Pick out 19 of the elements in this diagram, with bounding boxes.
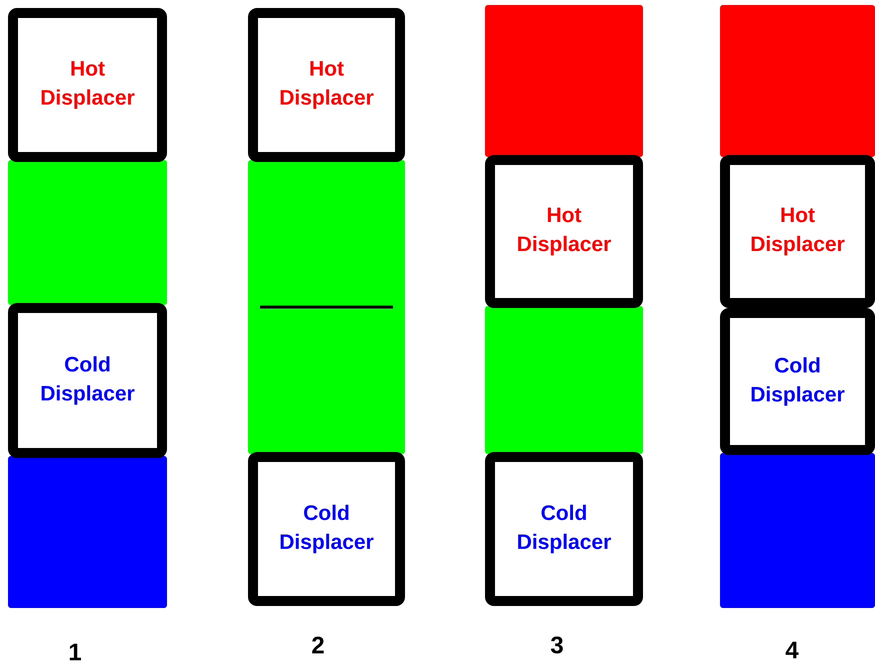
column-number: 1 xyxy=(70,644,81,660)
displacer-box: Cold Displacer xyxy=(720,308,875,455)
displacer-box: Cold Displacer xyxy=(8,303,167,458)
displacer-box: Hot Displacer xyxy=(248,8,405,162)
color-band xyxy=(8,456,167,608)
displacer-box: Cold Displacer xyxy=(248,452,405,606)
color-band xyxy=(720,5,875,157)
displacer-box: Hot Displacer xyxy=(485,155,643,308)
displacer-box: Hot Displacer xyxy=(720,155,875,308)
displacer-box: Hot Displacer xyxy=(8,8,167,162)
column-number: 3 xyxy=(550,636,563,654)
displacer-box: Cold Displacer xyxy=(485,452,643,606)
color-band xyxy=(485,5,643,157)
color-band xyxy=(720,453,875,608)
color-band xyxy=(248,160,405,454)
column-number: 2 xyxy=(312,636,324,654)
color-band xyxy=(8,160,167,305)
column-number: 4 xyxy=(786,642,799,658)
color-band xyxy=(485,306,643,454)
